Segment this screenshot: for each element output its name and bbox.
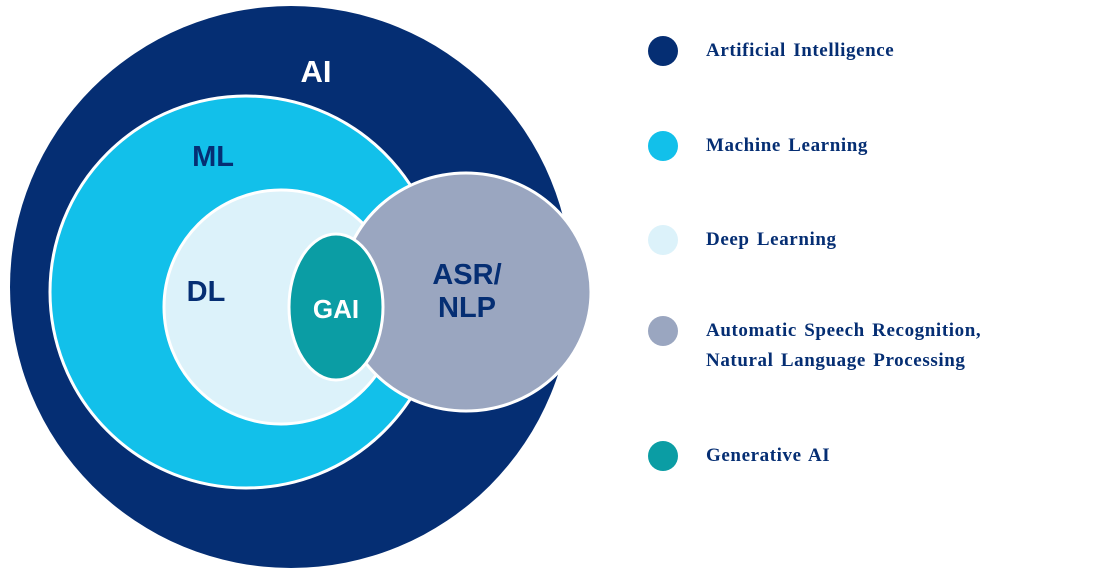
gai-label: GAI: [313, 294, 359, 324]
legend-item-artificial-intelligence: Artificial Intelligence: [648, 36, 894, 66]
legend-label-asr-nlp-line1: Automatic Speech Recognition,: [706, 320, 982, 341]
legend-swatch-deep-learning: [648, 225, 678, 255]
asr-nlp-label-line1: ASR/: [432, 259, 501, 291]
legend-label-deep-learning: Deep Learning: [706, 229, 837, 250]
legend-label-generative-ai: Generative AI: [706, 445, 831, 466]
legend-swatch-artificial-intelligence: [648, 36, 678, 66]
legend-item-generative-ai: Generative AI: [648, 441, 830, 471]
legend-swatch-asr-nlp: [648, 316, 678, 346]
legend-item-machine-learning: Machine Learning: [648, 131, 868, 161]
legend-label-artificial-intelligence: Artificial Intelligence: [706, 40, 895, 61]
ai-label: AI: [301, 54, 332, 89]
legend-item-asr-nlp: Automatic Speech Recognition, Natural La…: [648, 316, 981, 376]
legend-label-asr-nlp: Automatic Speech Recognition, Natural La…: [706, 316, 981, 376]
venn-diagram: AI ML DL GAI ASR/ NLP: [10, 6, 593, 568]
legend-label-machine-learning: Machine Learning: [706, 135, 869, 156]
legend-swatch-generative-ai: [648, 441, 678, 471]
legend-item-deep-learning: Deep Learning: [648, 225, 837, 255]
legend-swatch-machine-learning: [648, 131, 678, 161]
ml-label: ML: [192, 141, 234, 173]
legend-label-asr-nlp-line2: Natural Language Processing: [706, 350, 966, 371]
dl-label: DL: [187, 276, 226, 308]
legend: Artificial Intelligence Machine Learning…: [648, 0, 1119, 570]
asr-nlp-label-line2: NLP: [438, 292, 496, 324]
gai-ellipse: [287, 232, 385, 382]
